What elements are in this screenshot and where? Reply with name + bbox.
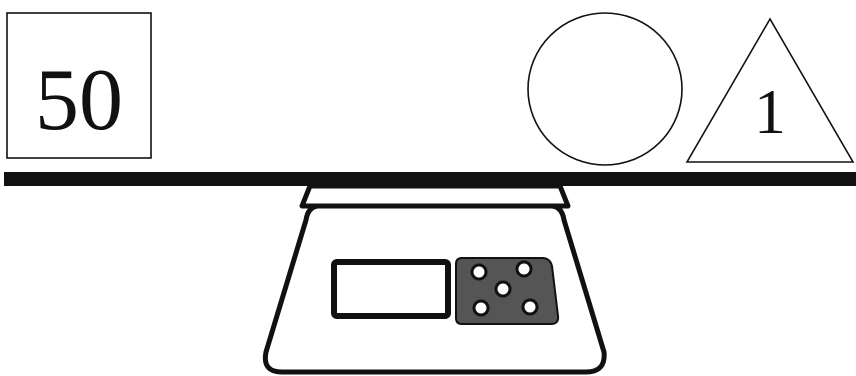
square-label: 50: [35, 52, 123, 149]
scale-display-screen: [334, 262, 448, 316]
scale-button-top-left: [472, 265, 486, 279]
square-weight: 50: [7, 13, 151, 158]
circle-weight: [528, 13, 682, 165]
scale-neck: [302, 186, 568, 206]
scale-button-bottom-right: [523, 300, 537, 314]
triangle-weight: 1: [687, 19, 853, 162]
scale-button-center: [496, 282, 510, 296]
triangle-label: 1: [754, 76, 786, 147]
scale-button-bottom-left: [474, 301, 488, 315]
scale-button-top-right: [517, 262, 531, 276]
digital-scale-icon: [265, 186, 604, 372]
circle-shape: [528, 13, 682, 165]
